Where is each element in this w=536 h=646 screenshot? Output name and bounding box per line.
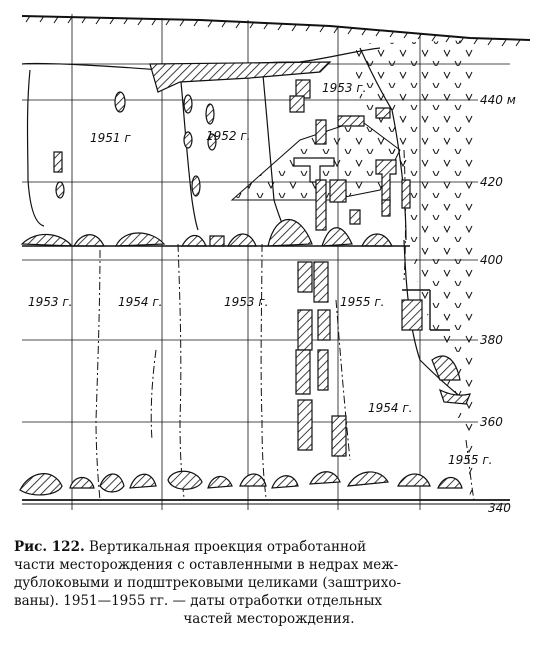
level-label-400: 400 (480, 253, 503, 267)
level-label-420: 420 (480, 175, 503, 189)
haulage-levels (22, 245, 510, 505)
year-labels: 1951 г 1952 г. 1953 г. 1953 г. 1954 г. 1… (28, 81, 492, 467)
year-label-1955-mid: 1955 г. (340, 295, 384, 309)
caption-line-4: ваны). 1951—1955 гг. — даты отработки от… (14, 593, 383, 609)
level-label-440: 440 м (480, 93, 516, 107)
hatched-pillars (19, 61, 471, 496)
level-labels: 440 м 420 400 380 360 340 (480, 93, 516, 515)
weathered-zone (230, 40, 476, 500)
caption-line-1: Вертикальная проекция отработанной (88, 539, 367, 555)
year-label-1952: 1952 г. (206, 129, 250, 143)
caption-line-3: дублоковыми и подштрековыми целиками (за… (14, 575, 402, 591)
year-label-1953-top: 1953 г. (322, 81, 366, 95)
year-label-1951: 1951 г (90, 131, 131, 145)
caption-line-2: части месторождения с оставленными в нед… (14, 557, 399, 573)
level-label-340: 340 (488, 501, 511, 515)
figure-caption: Рис. 122. Вертикальная проекция отработа… (14, 538, 524, 628)
year-label-1955-right: 1955 г. (448, 453, 492, 467)
year-label-1953-mid: 1953 г. (224, 295, 268, 309)
caption-label: Рис. 122. (14, 539, 85, 555)
year-label-1954-left: 1954 г. (118, 295, 162, 309)
caption-line-5: частей месторождения. (183, 611, 355, 627)
year-label-1954-right: 1954 г. (368, 401, 412, 415)
level-label-380: 380 (480, 333, 503, 347)
mine-projection-diagram: 440 м 420 400 380 360 340 1951 г 1952 г.… (19, 14, 531, 515)
level-label-360: 360 (480, 415, 503, 429)
year-label-1953-left: 1953 г. (28, 295, 72, 309)
